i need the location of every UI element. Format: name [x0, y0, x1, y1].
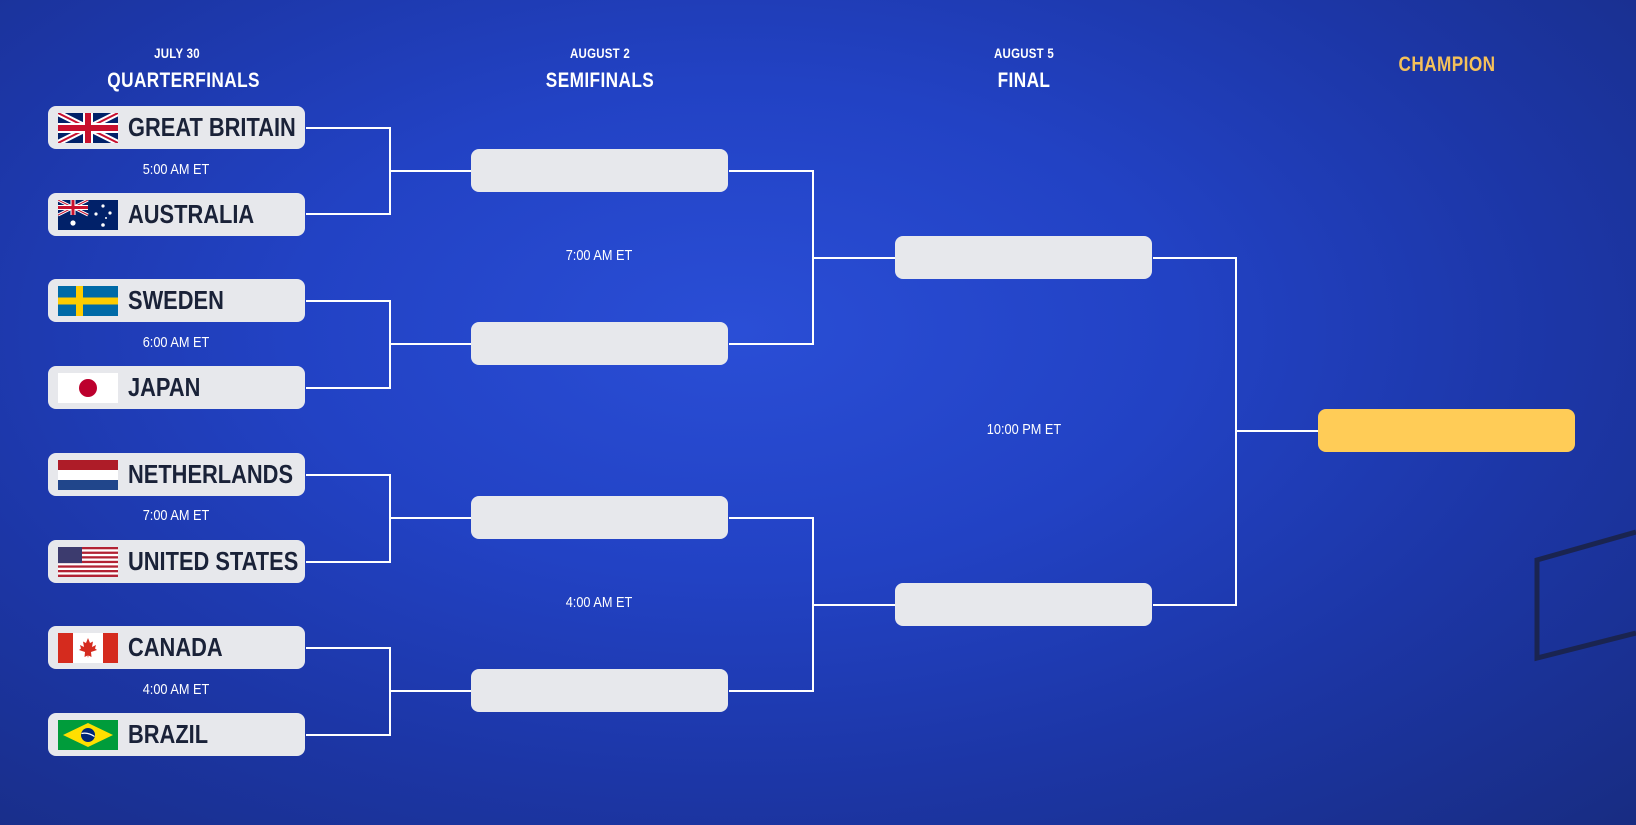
- australia-flag-icon: [58, 200, 118, 230]
- team-name: AUSTRALIA: [128, 199, 255, 229]
- decorative-outline-shape: [1534, 529, 1636, 662]
- quarterfinals-header: JULY 30 QUARTERFINALS: [107, 45, 260, 93]
- sweden-flag-icon: [58, 286, 118, 316]
- match-time-qf3: 7:00 AM ET: [142, 507, 210, 524]
- match-time-qf1: 5:00 AM ET: [142, 161, 210, 178]
- match-time-qf2: 6:00 AM ET: [142, 334, 210, 351]
- match-time-qf4: 4:00 AM ET: [142, 681, 210, 698]
- team-name: GREAT BRITAIN: [128, 112, 296, 142]
- champion-header: CHAMPION: [1377, 45, 1516, 77]
- team-slot-united-states[interactable]: UNITED STATES: [48, 540, 305, 583]
- japan-flag-icon: [58, 373, 118, 403]
- team-slot-netherlands[interactable]: NETHERLANDS: [48, 453, 305, 496]
- usa-flag-icon: [58, 547, 118, 577]
- team-slot-great-britain[interactable]: GREAT BRITAIN: [48, 106, 305, 149]
- quarterfinals-title: QUARTERFINALS: [107, 69, 260, 92]
- match-time-sf2: 4:00 AM ET: [565, 594, 633, 611]
- team-name: CANADA: [128, 632, 223, 662]
- team-slot-brazil[interactable]: BRAZIL: [48, 713, 305, 756]
- final-header: AUGUST 5 FINAL: [954, 45, 1093, 93]
- final-date: AUGUST 5: [993, 45, 1055, 61]
- team-slot-sweden[interactable]: SWEDEN: [48, 279, 305, 322]
- team-name: SWEDEN: [128, 285, 224, 315]
- semifinals-header: AUGUST 2 SEMIFINALS: [530, 45, 669, 93]
- brazil-flag-icon: [58, 720, 118, 750]
- semifinals-date: AUGUST 2: [569, 45, 631, 61]
- champion-title: CHAMPION: [1398, 53, 1496, 76]
- team-slot-australia[interactable]: AUSTRALIA: [48, 193, 305, 236]
- team-name: NETHERLANDS: [128, 459, 294, 489]
- match-time-sf1: 7:00 AM ET: [565, 247, 633, 264]
- final-slot-2[interactable]: [895, 583, 1152, 626]
- final-title: FINAL: [997, 69, 1051, 92]
- semifinal-slot-3[interactable]: [471, 496, 728, 539]
- final-slot-1[interactable]: [895, 236, 1152, 279]
- canada-flag-icon: [58, 633, 118, 663]
- connector-sf1: [729, 170, 814, 345]
- team-slot-japan[interactable]: JAPAN: [48, 366, 305, 409]
- gb-flag-icon: [58, 113, 118, 143]
- team-slot-canada[interactable]: CANADA: [48, 626, 305, 669]
- team-name: BRAZIL: [128, 719, 209, 749]
- connector-final: [1153, 257, 1237, 606]
- connector-qf2: [306, 300, 391, 389]
- connector-qf4: [306, 647, 391, 736]
- match-time-final: 10:00 PM ET: [986, 421, 1062, 438]
- semifinal-slot-4[interactable]: [471, 669, 728, 712]
- netherlands-flag-icon: [58, 460, 118, 490]
- connector-qf1: [306, 127, 391, 215]
- team-name: JAPAN: [128, 372, 201, 402]
- connector-qf3: [306, 474, 391, 563]
- team-name: UNITED STATES: [128, 546, 299, 576]
- semifinal-slot-2[interactable]: [471, 322, 728, 365]
- champion-slot[interactable]: [1318, 409, 1575, 452]
- connector-sf2: [729, 517, 814, 692]
- semifinals-title: SEMIFINALS: [545, 69, 655, 92]
- semifinal-slot-1[interactable]: [471, 149, 728, 192]
- quarterfinals-date: JULY 30: [154, 45, 200, 61]
